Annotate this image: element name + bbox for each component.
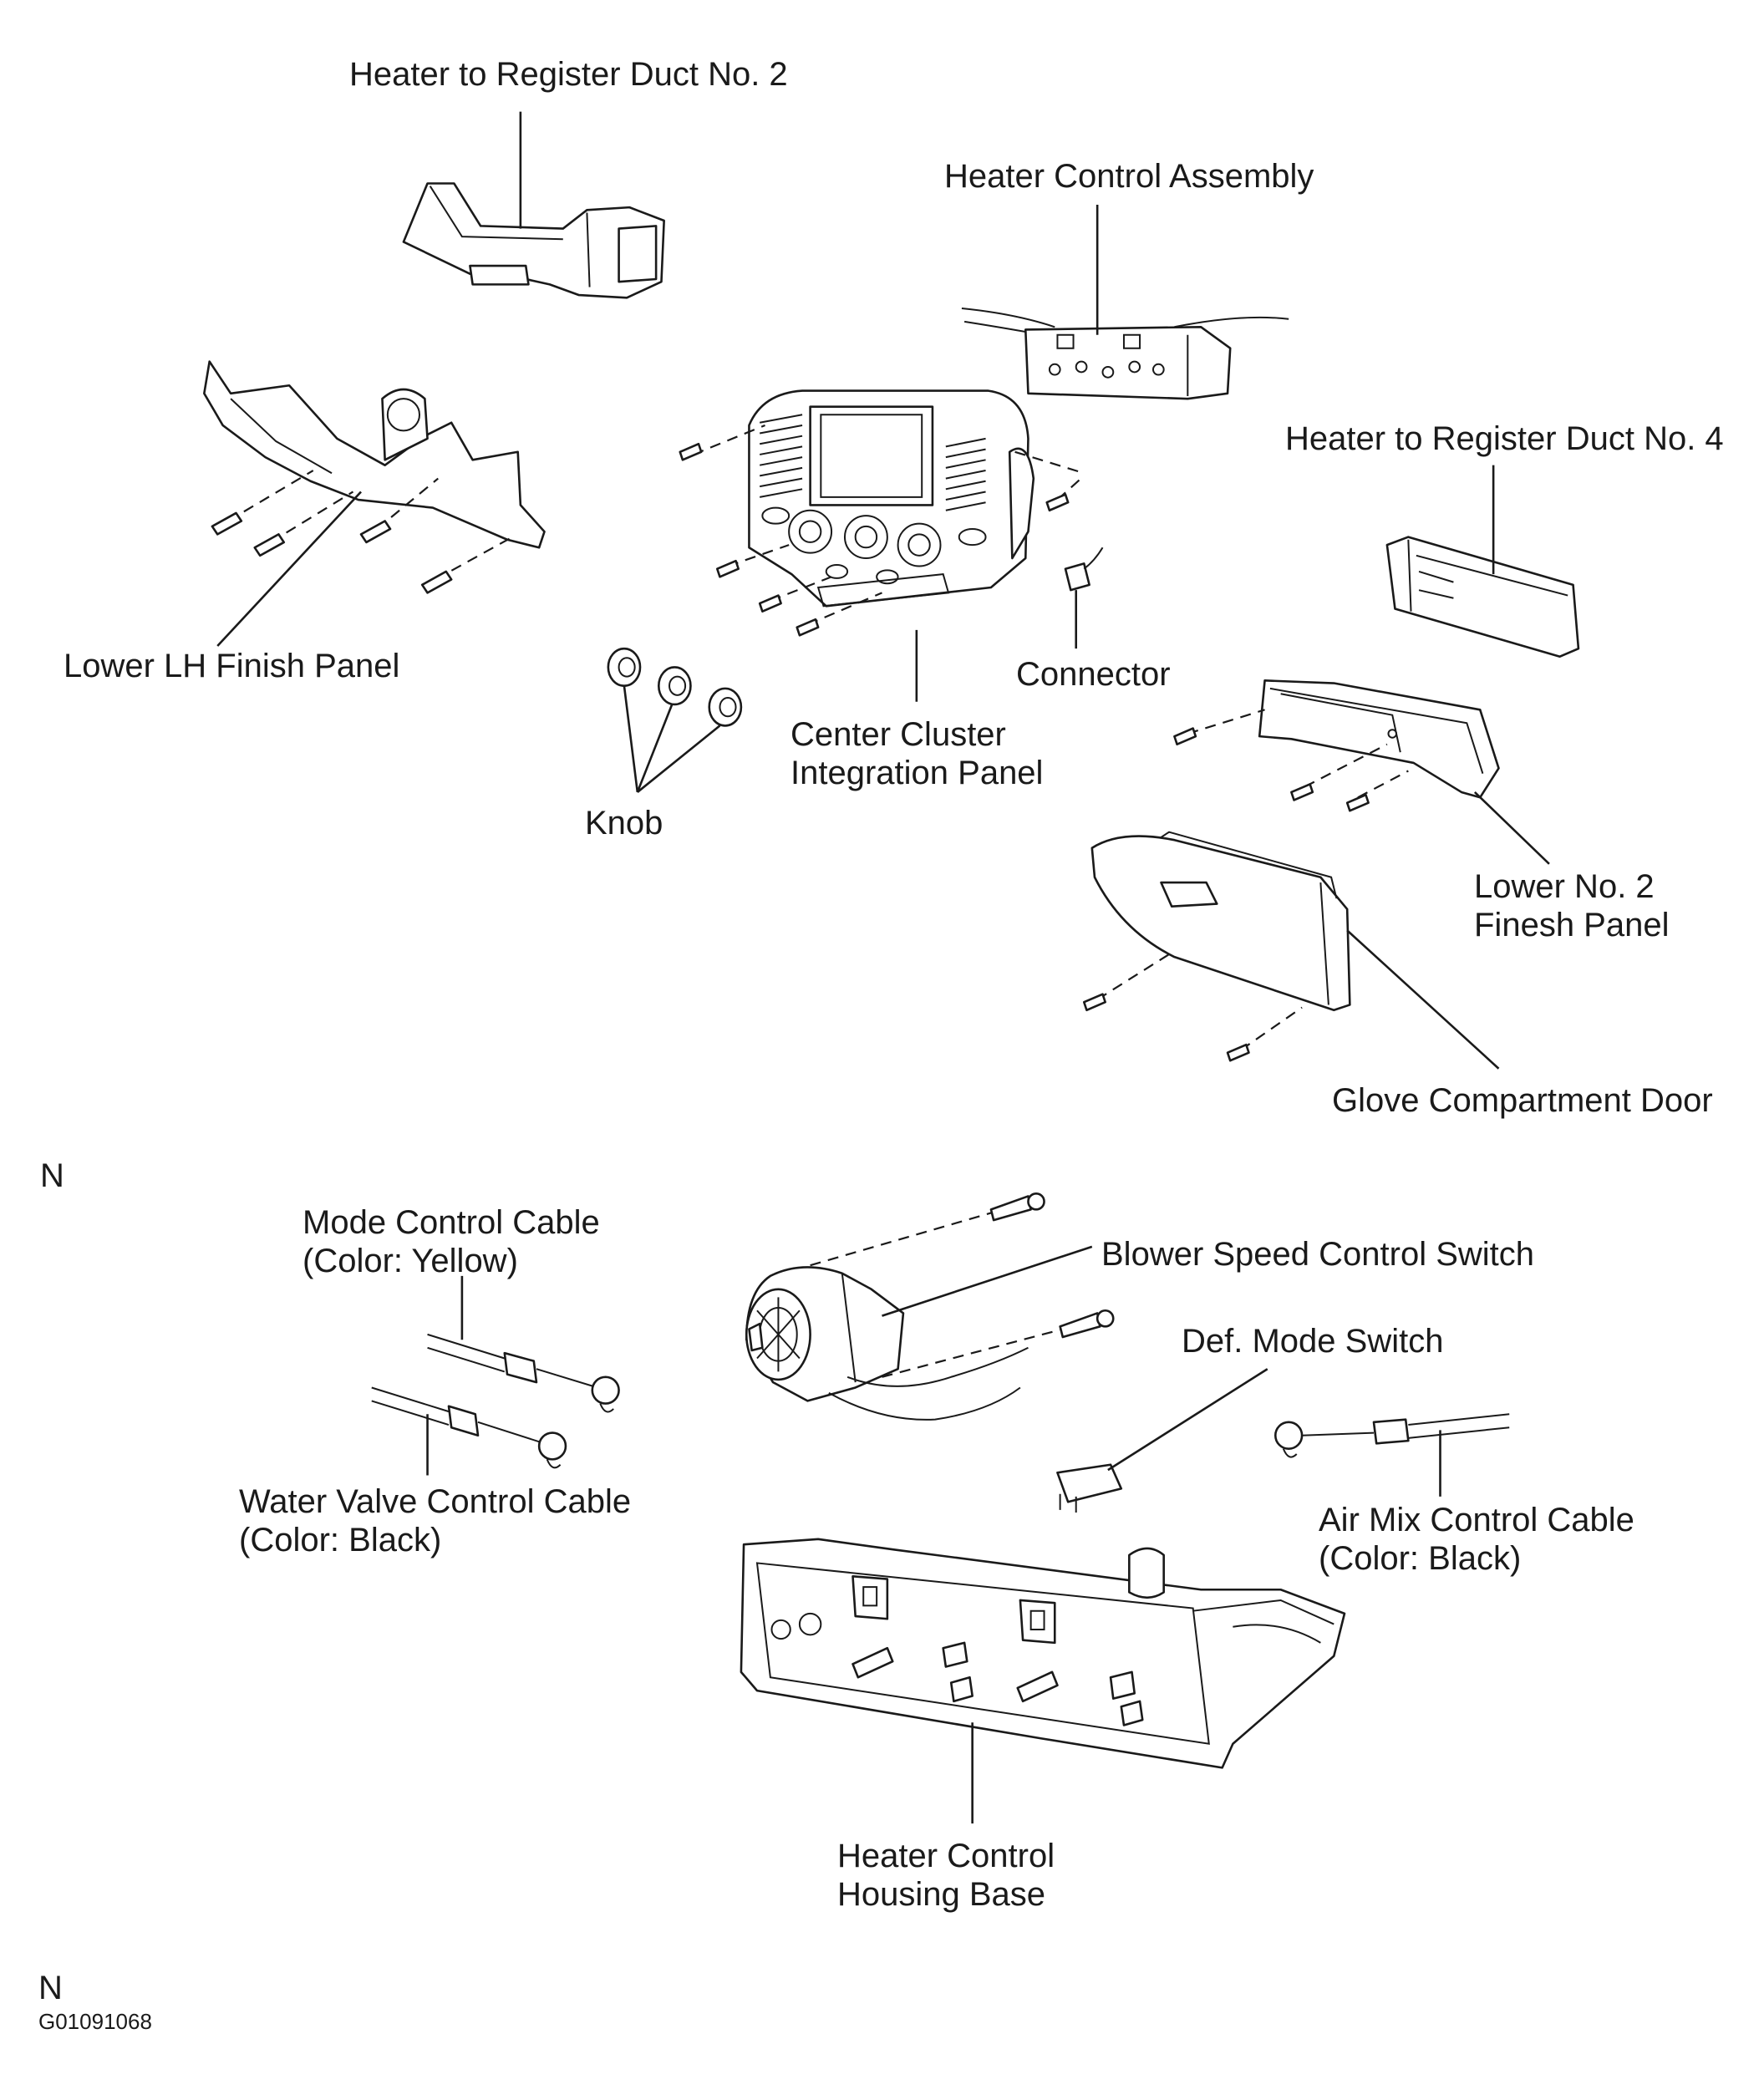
- label-air-mix-line2: (Color: Black): [1319, 1540, 1522, 1577]
- air-mix-cable-part: [1275, 1414, 1509, 1457]
- duct-no4-part: [1387, 537, 1578, 657]
- label-glove-compartment-door: Glove Compartment Door: [1332, 1082, 1713, 1119]
- leader-knob: [624, 686, 720, 792]
- figure-code: G01091068: [38, 2009, 152, 2034]
- label-lower-lh-finish-panel: Lower LH Finish Panel: [64, 648, 400, 684]
- leader-def-mode-switch: [1108, 1369, 1268, 1470]
- def-mode-switch-part: [1057, 1465, 1121, 1513]
- label-connector: Connector: [1016, 656, 1171, 693]
- label-housing-base-line1: Heater Control: [837, 1838, 1055, 1874]
- water-valve-cable-part: [372, 1387, 566, 1467]
- heater-control-assembly-part: [962, 308, 1289, 399]
- lower-lh-finish-panel-part: [204, 362, 544, 548]
- label-def-mode-switch: Def. Mode Switch: [1182, 1323, 1444, 1360]
- label-mode-cable-line2: (Color: Yellow): [302, 1243, 518, 1279]
- label-water-valve-line1: Water Valve Control Cable: [239, 1483, 632, 1520]
- knob-parts: [608, 648, 741, 725]
- leader-lower-no2: [1475, 792, 1549, 864]
- mode-cable-part: [428, 1335, 619, 1412]
- label-heater-to-register-duct-no2: Heater to Register Duct No. 2: [349, 56, 788, 93]
- label-air-mix-line1: Air Mix Control Cable: [1319, 1502, 1634, 1538]
- glove-door-part: [1092, 832, 1350, 1010]
- marker-n-bottom: N: [38, 1970, 63, 2006]
- label-lower-no2-line1: Lower No. 2: [1474, 868, 1655, 905]
- label-center-cluster-line1: Center Cluster: [790, 716, 1006, 753]
- blower-switch-screws: [811, 1193, 1114, 1376]
- leader-blower-switch: [882, 1247, 1092, 1316]
- leader-glove-door: [1347, 930, 1498, 1068]
- label-lower-no2-line2: Finesh Panel: [1474, 907, 1670, 943]
- glove-door-screws: [1084, 954, 1302, 1060]
- duct-no2-part: [404, 183, 664, 297]
- center-cluster-panel-part: [749, 391, 1033, 607]
- lower-no2-panel-part: [1259, 680, 1498, 797]
- label-heater-control-assembly: Heater Control Assembly: [944, 158, 1314, 195]
- housing-base-part: [741, 1539, 1345, 1768]
- label-center-cluster-line2: Integration Panel: [790, 755, 1044, 791]
- label-knob: Knob: [585, 805, 663, 842]
- lower-no2-screws: [1174, 709, 1408, 811]
- label-blower-speed-control-switch: Blower Speed Control Switch: [1101, 1236, 1535, 1273]
- connector-part: [1065, 547, 1103, 590]
- label-mode-cable-line1: Mode Control Cable: [302, 1204, 600, 1241]
- lower-lh-panel-screws: [212, 470, 512, 592]
- label-housing-base-line2: Housing Base: [837, 1876, 1046, 1913]
- marker-n-top: N: [40, 1157, 64, 1194]
- center-cluster-screws: [680, 425, 1085, 635]
- blower-switch-part: [746, 1267, 1028, 1419]
- label-heater-to-register-duct-no4: Heater to Register Duct No. 4: [1285, 420, 1724, 457]
- label-water-valve-line2: (Color: Black): [239, 1522, 442, 1558]
- leader-lower-lh-finish-panel: [217, 491, 361, 645]
